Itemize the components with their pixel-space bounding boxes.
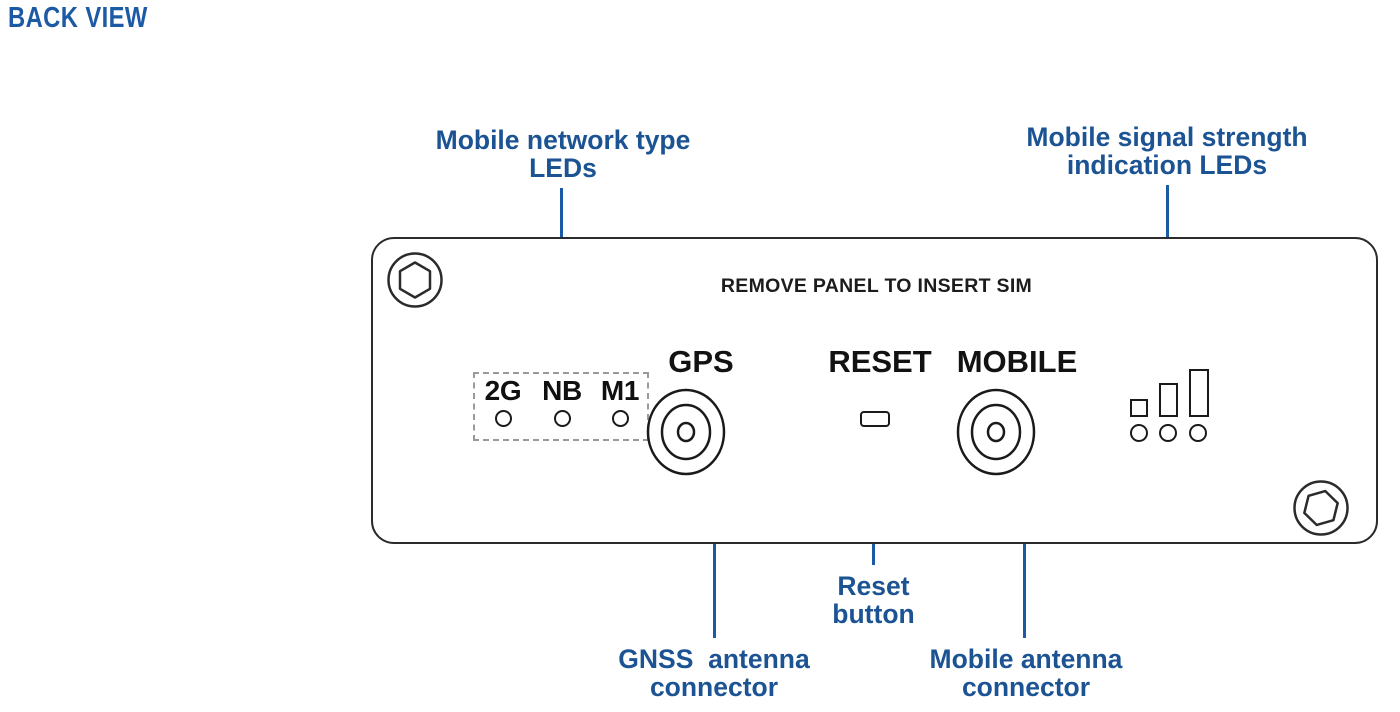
- signal-led-3-icon: [1189, 424, 1207, 442]
- hex-screw-icon: [1292, 479, 1350, 537]
- page-title: BACK VIEW: [8, 2, 148, 34]
- signal-strength-indicator: [1129, 369, 1213, 443]
- gnss-antenna-connector-icon: [646, 388, 726, 476]
- callout-label-reset-button: Reset button: [832, 571, 915, 630]
- signal-led-2-icon: [1159, 424, 1177, 442]
- network-led-label: 2G: [484, 375, 522, 406]
- callout-label-network-type-leds: Mobile network type LEDs: [435, 125, 691, 184]
- leader-line-gnss-antenna-connector: [713, 468, 716, 638]
- port-label-gps: GPS: [668, 344, 734, 379]
- port-label-mobile: MOBILE: [956, 344, 1078, 379]
- sim-panel-notice: REMOVE PANEL TO INSERT SIM: [720, 275, 1033, 297]
- network-led-m1: M1: [594, 377, 646, 427]
- reset-button[interactable]: [860, 411, 890, 427]
- callout-label-signal-strength-leds: Mobile signal strength indication LEDs: [1026, 122, 1308, 181]
- network-led-label: NB: [542, 375, 582, 406]
- led-indicator-icon: [494, 410, 512, 427]
- led-indicator-icon: [553, 410, 571, 427]
- signal-bar-2-icon: [1159, 383, 1178, 417]
- callout-label-mobile-antenna-connector: Mobile antenna connector: [929, 644, 1123, 703]
- network-led-label: M1: [600, 375, 640, 406]
- hex-screw-icon: [386, 251, 444, 309]
- device-back-panel: REMOVE PANEL TO INSERT SIM GPS RESET MOB…: [371, 237, 1378, 544]
- led-indicator-icon: [611, 410, 629, 427]
- port-label-reset: RESET: [828, 344, 932, 379]
- network-led-nb: NB: [536, 377, 588, 427]
- callout-label-gnss-antenna-connector: GNSS antenna connector: [618, 644, 810, 703]
- network-led-2g: 2G: [477, 377, 529, 427]
- mobile-antenna-connector-icon: [956, 388, 1036, 476]
- signal-led-1-icon: [1130, 424, 1148, 442]
- network-type-led-group: 2G NB M1: [473, 372, 649, 441]
- leader-line-mobile-antenna-connector: [1023, 468, 1026, 638]
- signal-bar-1-icon: [1130, 399, 1148, 417]
- signal-bar-3-icon: [1189, 369, 1209, 417]
